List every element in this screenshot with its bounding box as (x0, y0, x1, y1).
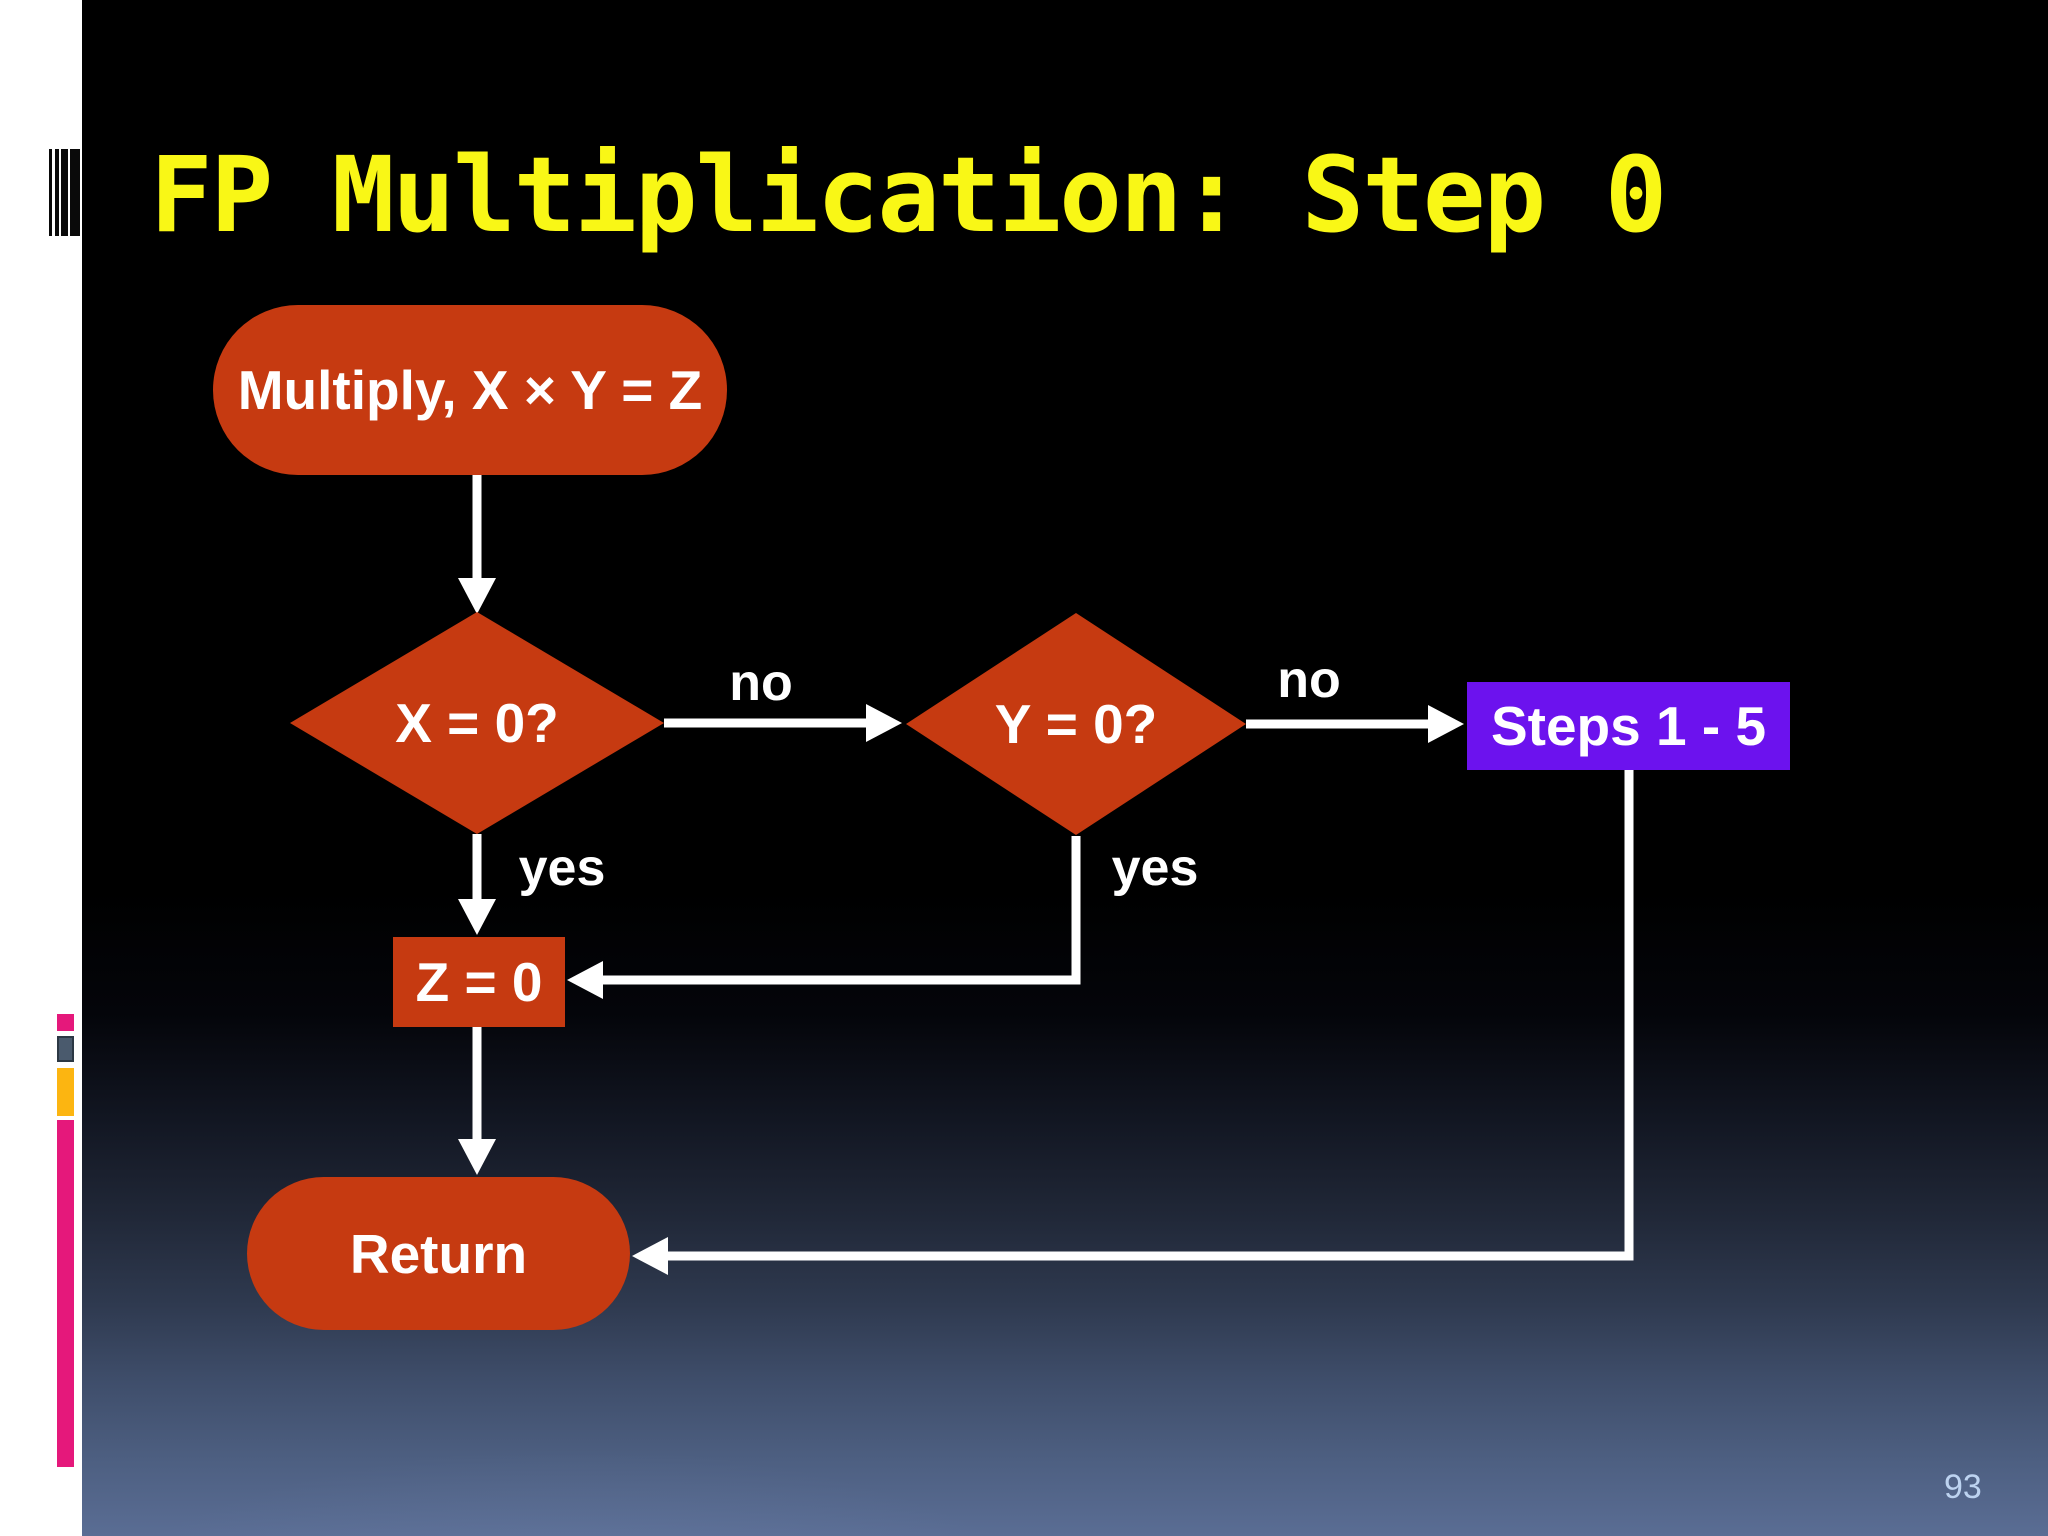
edge-y0-z0-arrowhead (567, 961, 603, 999)
edge-x0-z0-arrowhead (458, 899, 496, 935)
flow-node-x0-label: X = 0? (395, 692, 559, 754)
deco-stripe (55, 149, 59, 236)
page-title: FP Multiplication: Step 0 (150, 134, 1667, 256)
flow-node-y0-label: Y = 0? (994, 693, 1158, 755)
edge-steps-return-line (668, 770, 1634, 1261)
edge-steps-return-arrowhead (632, 1237, 668, 1275)
deco-bar-amber (57, 1068, 74, 1116)
flow-node-multiply-label: Multiply, X × Y = Z (237, 359, 703, 421)
flow-node-steps-label: Steps 1 - 5 (1490, 695, 1767, 757)
flow-node-multiply: Multiply, X × Y = Z (213, 305, 727, 475)
deco-bar-magenta-tall (57, 1120, 74, 1467)
deco-stripe (61, 149, 68, 236)
edge-y0-steps-arrowhead (1428, 705, 1464, 743)
edge-x0-y0-arrowhead (866, 704, 902, 742)
deco-stripe (49, 149, 52, 236)
edge-label-yes-y0: yes (1111, 839, 1199, 897)
left-margin-strip (0, 0, 82, 1536)
page-number: 93 (1944, 1468, 1982, 1506)
flow-node-steps-1-5: Steps 1 - 5 (1467, 682, 1790, 770)
edge-start-x0-arrowhead (458, 578, 496, 614)
deco-bar-gray (57, 1036, 74, 1062)
deco-stripe (70, 149, 80, 236)
flow-node-return: Return (247, 1177, 630, 1330)
edge-z0-return-arrowhead (458, 1139, 496, 1175)
edge-label-yes-x0: yes (518, 839, 606, 897)
edge-label-no-x0: no (729, 654, 793, 712)
edge-y0-z0-line (601, 836, 1081, 985)
edge-label-no-y0: no (1277, 651, 1341, 709)
deco-bar-magenta-small (57, 1014, 74, 1031)
flow-node-return-label: Return (349, 1222, 528, 1285)
flow-node-z-equals-0: Z = 0 (393, 937, 565, 1027)
flow-node-z0-label: Z = 0 (415, 951, 543, 1013)
